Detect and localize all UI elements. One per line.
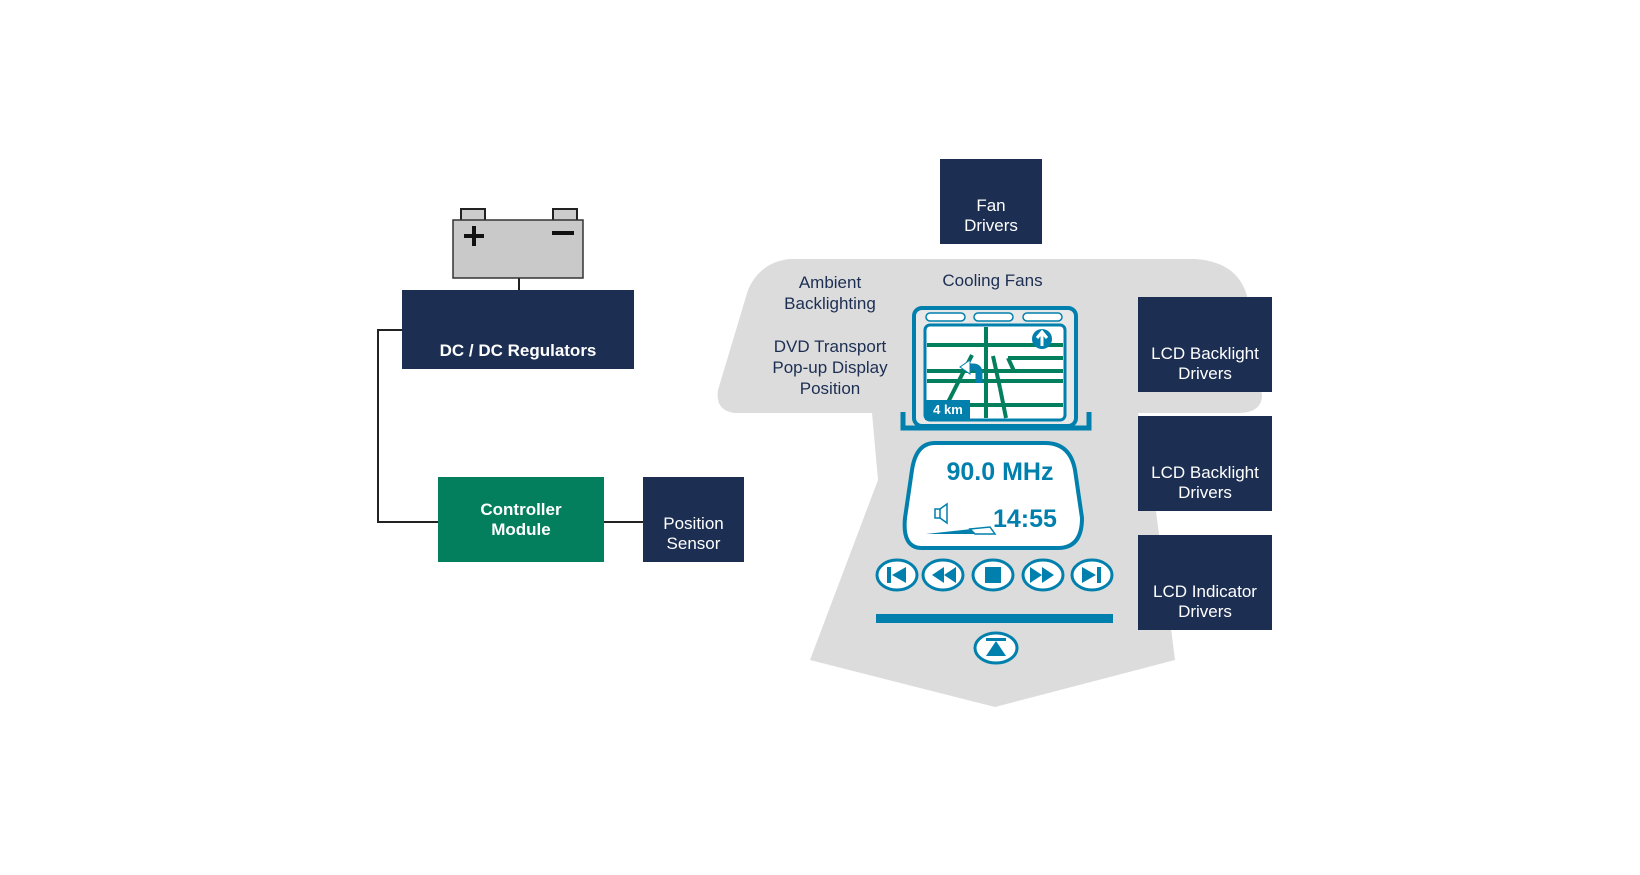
volume-icon <box>926 502 997 535</box>
lcd-indicator-drivers-block: LCD Indicator Drivers <box>1138 535 1272 630</box>
radio-display-frame <box>902 441 1085 550</box>
position-sensor-block: Position Sensor <box>643 477 744 562</box>
dvd-transport-label: DVD Transport Pop-up Display Position <box>772 337 888 398</box>
next-track-button[interactable] <box>1070 558 1114 592</box>
eject-button[interactable] <box>973 631 1019 665</box>
controller-module-block: Controller Module <box>438 477 604 562</box>
lcd-backlight-drivers-block-2: LCD Backlight Drivers <box>1138 416 1272 511</box>
rewind-button[interactable] <box>921 558 965 592</box>
dcdc-regulators-label: DC / DC Regulators <box>439 341 597 360</box>
fan-drivers-label: Fan Drivers <box>964 196 1018 235</box>
navigation-screen <box>900 306 1092 431</box>
ambient-backlighting-label: Ambient Backlighting <box>784 273 876 313</box>
lcd-backlight-drivers-label-1: LCD Backlight Drivers <box>1151 344 1259 383</box>
media-controls <box>875 558 1114 592</box>
lcd-indicator-drivers-label: LCD Indicator Drivers <box>1153 582 1257 621</box>
cooling-fans-label: Cooling Fans <box>942 271 1043 290</box>
position-sensor-label: Position Sensor <box>663 514 724 553</box>
radio-frequency: 90.0 MHz <box>946 458 1054 486</box>
previous-track-button[interactable] <box>875 558 919 592</box>
fan-drivers-block: Fan Drivers <box>940 159 1042 244</box>
lcd-backlight-drivers-block-1: LCD Backlight Drivers <box>1138 297 1272 392</box>
controller-module-label: Controller Module <box>480 499 562 539</box>
progress-bar <box>876 614 1113 623</box>
lcd-backlight-drivers-label-2: LCD Backlight Drivers <box>1151 463 1259 502</box>
nav-distance: 4 km <box>933 402 963 417</box>
battery-icon <box>452 208 584 279</box>
regulator-controller-wire <box>377 329 440 523</box>
fast-forward-button[interactable] <box>1021 558 1065 592</box>
dcdc-regulators-block: DC / DC Regulators <box>402 290 634 369</box>
clock-time: 14:55 <box>993 505 1057 533</box>
stop-button[interactable] <box>971 558 1015 592</box>
